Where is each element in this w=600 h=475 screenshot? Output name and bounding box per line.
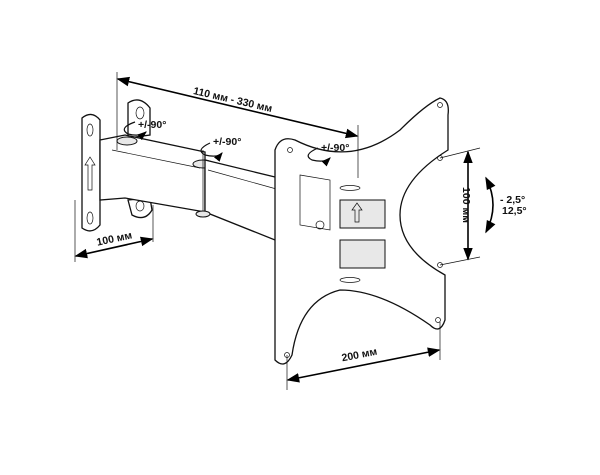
wall-plate-rear [81,113,101,232]
vesa-horizontal-label: 200 мм [341,346,379,365]
up-arrow-icon [84,156,96,191]
dimension-lines [74,72,496,390]
tilt-up-label: - 2,5° [500,194,525,206]
wall-pivot-rotation-label: +/-90° [138,119,166,131]
swing-arm [99,134,301,251]
vesa-vertical-label: 100 мм [460,187,472,223]
tv-plate [274,97,449,365]
middle-pivot-rotation-label: +/-90° [213,136,241,148]
tilt-down-label: 12,5° [502,205,527,217]
wall-plate-width-label: 100 мм [96,229,134,248]
head-pivot-rotation-label: +/-90° [321,142,349,154]
